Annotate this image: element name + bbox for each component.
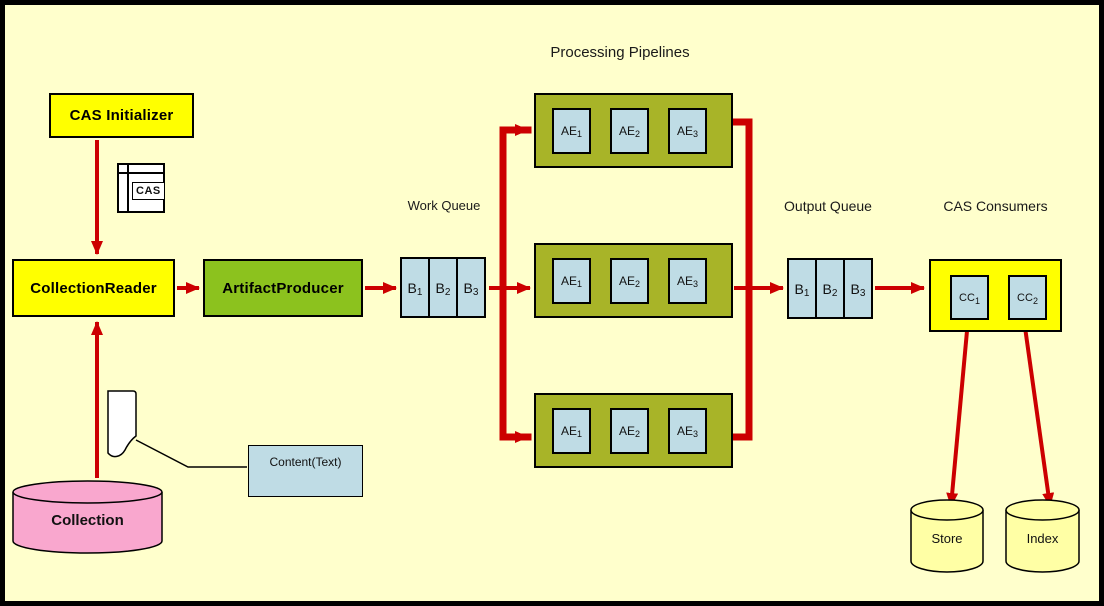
edge-splitter-to-pipeline-1	[499, 124, 532, 441]
store-label: Store	[931, 531, 963, 546]
edge-cc2-to-index	[1022, 319, 1055, 507]
artifact-producer-label: ArtifactProducer	[222, 279, 344, 297]
ae-sub: 2	[635, 279, 641, 289]
ae-base: AE	[560, 423, 577, 438]
ae-sub: 1	[577, 279, 583, 289]
cylinder-shape	[12, 480, 163, 554]
cylinder-shape	[1005, 499, 1080, 573]
cas-icon-divider-vertical	[127, 165, 129, 211]
cell-sub: 1	[803, 287, 810, 299]
cc-base: CC	[959, 291, 975, 304]
output-queue-label: Output Queue	[784, 198, 872, 214]
cell-base: B	[794, 280, 804, 297]
ae-sub: 3	[693, 129, 699, 139]
ae-sub: 1	[577, 429, 583, 439]
ae-base: AE	[618, 423, 635, 438]
ae-base: AE	[676, 123, 693, 138]
cell-sub: 3	[859, 287, 866, 299]
cc-base: CC	[1017, 291, 1033, 304]
ae-sub: 3	[693, 279, 699, 289]
edge-cc1-to-store	[946, 319, 970, 507]
collection-reader-label: CollectionReader	[30, 279, 157, 297]
cell-sub: 1	[416, 286, 423, 298]
cell-base: B	[850, 280, 860, 297]
collection-reader-box: CollectionReader	[12, 259, 175, 317]
cc-sub: 2	[1032, 296, 1038, 306]
cas-document-icon: CAS	[117, 163, 165, 213]
index-database: Index	[1005, 499, 1080, 573]
cell-base: B	[463, 279, 473, 296]
ae-sub: 2	[635, 129, 641, 139]
collection-label: Collection	[51, 512, 124, 529]
content-text-label: Content(Text)	[269, 455, 342, 469]
ae-sub: 1	[577, 129, 583, 139]
ae-sub: 3	[693, 429, 699, 439]
work-queue-label: Work Queue	[407, 198, 481, 213]
cas-icon-divider-horizontal	[119, 172, 163, 174]
ae-base: AE	[560, 273, 577, 288]
content-text-box: Content(Text)	[248, 445, 363, 497]
cas-initializer-label: CAS Initializer	[69, 107, 174, 124]
cas-consumers-label: CAS Consumers	[943, 198, 1048, 214]
ae-base: AE	[618, 123, 635, 138]
processing-pipelines-label: Processing Pipelines	[550, 44, 690, 61]
cell-base: B	[407, 279, 417, 296]
edge-pipelines-collector	[730, 118, 753, 441]
ae-sub: 2	[635, 429, 641, 439]
cas-chip-label: CAS	[132, 182, 165, 200]
cc-sub: 1	[974, 296, 980, 306]
content-callout-line	[135, 439, 247, 468]
cell-sub: 2	[831, 287, 838, 299]
ae-base: AE	[676, 273, 693, 288]
cell-sub: 2	[444, 286, 451, 298]
cell-base: B	[435, 279, 445, 296]
store-database: Store	[910, 499, 984, 573]
ae-base: AE	[618, 273, 635, 288]
document-shape-icon	[107, 390, 137, 458]
index-label: Index	[1026, 531, 1059, 546]
cas-initializer-box: CAS Initializer	[49, 93, 194, 138]
ae-base: AE	[676, 423, 693, 438]
collection-database: Collection	[12, 480, 163, 554]
cell-base: B	[822, 280, 832, 297]
artifact-producer-box: ArtifactProducer	[203, 259, 363, 317]
cylinder-shape	[910, 499, 984, 573]
cell-sub: 3	[472, 286, 479, 298]
ae-base: AE	[560, 123, 577, 138]
